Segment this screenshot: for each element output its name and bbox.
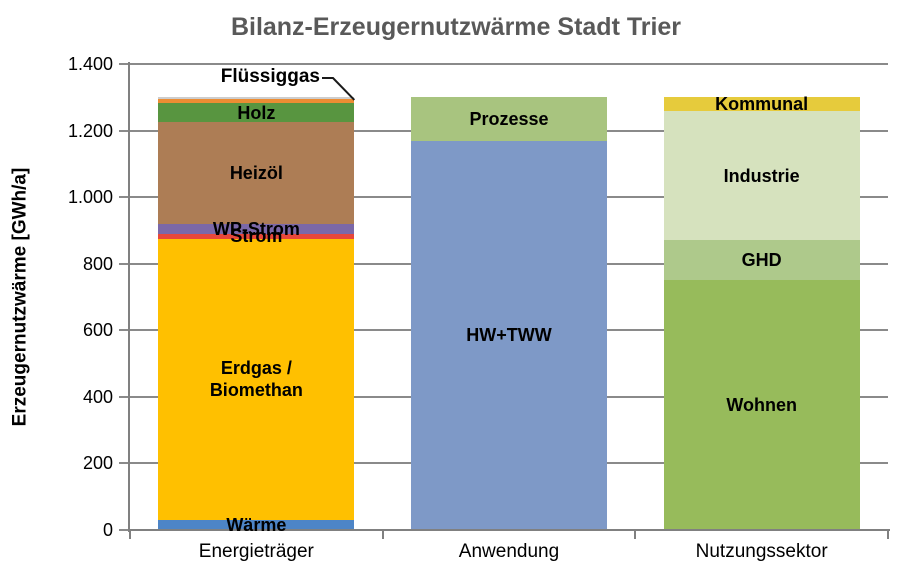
x-category-label-anwendung: Anwendung: [458, 541, 560, 562]
segment-heizoel: [158, 122, 355, 224]
x-axis-tick-3: [887, 531, 889, 539]
segment-prozesse: [411, 97, 607, 141]
y-tick-label-600: 600: [82, 320, 113, 341]
segment-erdgas-biomethan: [158, 238, 355, 520]
segment-ghd: [663, 240, 860, 281]
segment-kommunal: [663, 97, 860, 111]
y-tick-label-0: 0: [102, 520, 113, 540]
y-axis-tick-600: [119, 329, 130, 332]
y-axis-tick-0: [119, 529, 130, 531]
segment-industrie: [663, 110, 860, 241]
segment-strom: [158, 233, 355, 239]
y-tick-label-1000: 1.000: [67, 187, 113, 208]
y-axis-title: Erzeugernutzwärme [GWh/a]: [4, 64, 36, 530]
x-axis-tick-1: [381, 531, 384, 539]
y-tick-label-1400: 1.400: [67, 54, 113, 74]
y-tick-label-200: 200: [82, 453, 113, 474]
x-axis-line: [128, 529, 890, 531]
y-axis-tick-400: [119, 395, 130, 398]
y-axis-tick-1200: [119, 129, 130, 132]
segment-hw-tww: [411, 140, 607, 530]
y-axis-title-text: Erzeugernutzwärme [GWh/a]: [9, 167, 30, 427]
x-category-label-nutzungssektor: Nutzungssektor: [695, 541, 828, 562]
segment-wp-strom: [158, 223, 355, 234]
y-tick-label-1200: 1.200: [67, 120, 113, 141]
segment-holz: [158, 102, 355, 123]
segment-fluessiggas: [158, 98, 355, 103]
y-axis-line: [128, 62, 130, 532]
chart-title: Bilanz-Erzeugernutzwärme Stadt Trier: [230, 13, 682, 41]
x-axis-tick-0: [129, 531, 131, 539]
y-axis-tick-1400: [119, 63, 130, 65]
segment-waerme: [158, 520, 355, 530]
segment-unlabeled: [158, 97, 355, 99]
y-axis-tick-800: [119, 262, 130, 265]
y-axis-tick-1000: [119, 196, 130, 199]
y-axis-tick-200: [119, 462, 130, 465]
y-tick-label-800: 800: [82, 253, 113, 274]
gridline-1400: [130, 63, 888, 65]
x-axis-tick-2: [634, 531, 637, 539]
callout-label-fluessiggas: Flüssiggas: [220, 66, 320, 87]
segment-wohnen: [663, 280, 860, 530]
x-category-label-energietraeger: Energieträger: [198, 541, 314, 562]
y-tick-label-400: 400: [82, 386, 113, 407]
